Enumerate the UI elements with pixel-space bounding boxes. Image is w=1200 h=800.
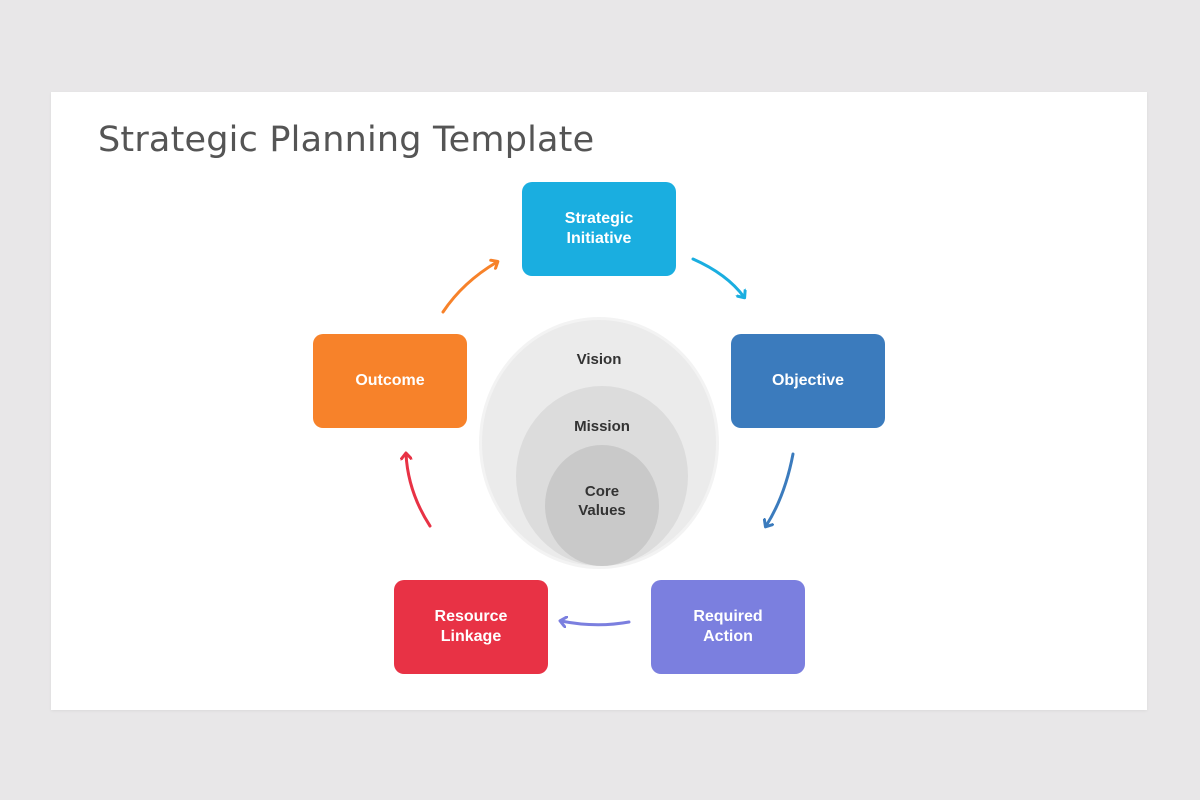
vision-label: Vision	[576, 351, 622, 368]
strategic-initiative-box: Strategic Initiative	[522, 182, 676, 276]
arrow-action-to-resource	[561, 621, 631, 625]
core-values-label: Core Values	[578, 482, 626, 519]
resource-linkage-box: Resource Linkage	[394, 580, 548, 674]
arrow-objective-to-action	[766, 452, 795, 526]
page-title: Strategic Planning Template	[98, 120, 595, 160]
mission-label: Mission	[574, 418, 630, 435]
outcome-label: Outcome	[355, 372, 425, 389]
strategic-initiative-label: Strategic Initiative	[564, 210, 634, 247]
objective-label: Objective	[771, 372, 845, 389]
required-action-box: Required Action	[651, 580, 805, 674]
arrow-resource-to-outcome	[406, 454, 432, 528]
outcome-box: Outcome	[313, 334, 467, 428]
cycle-arrows	[51, 257, 795, 710]
resource-linkage-label: Resource Linkage	[434, 608, 508, 645]
objective-box: Objective	[731, 334, 885, 428]
arrow-outcome-to-initiative	[441, 262, 497, 314]
required-action-label: Required Action	[693, 608, 763, 645]
arrow-initiative-to-objective	[691, 257, 744, 297]
slide: Strategic Planning Template Visi	[51, 92, 1147, 710]
core-values-circle: Core Values	[545, 445, 659, 566]
